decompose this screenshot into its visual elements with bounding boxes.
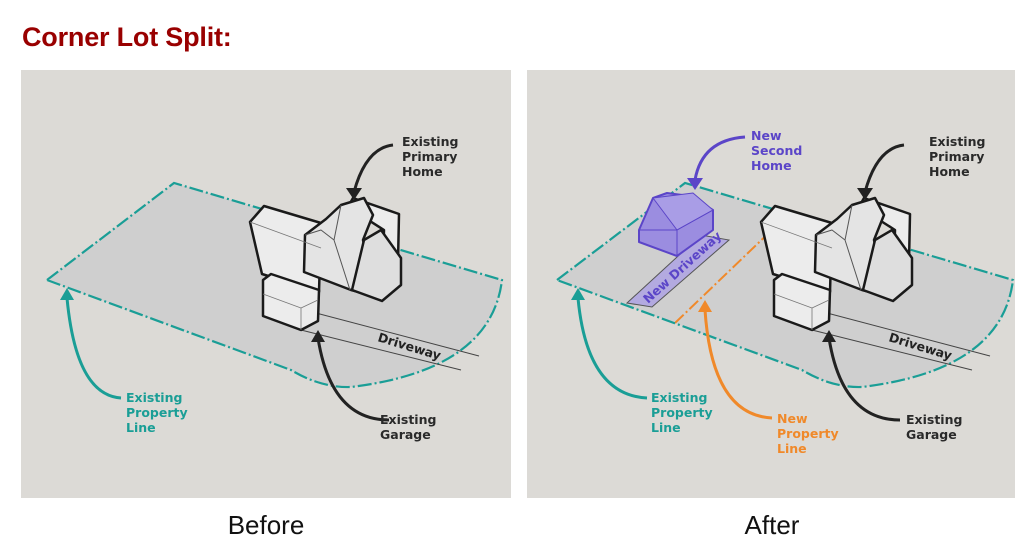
property-line-label: Existing Property Line — [651, 390, 717, 435]
arrowhead-icon — [687, 178, 703, 190]
primary-home-arrow — [863, 143, 905, 193]
arrowhead-icon — [571, 288, 585, 300]
existing-property-line — [556, 181, 1015, 389]
garage-label: Existing Garage — [906, 412, 967, 442]
after-diagram-panel: New Driveway Driveway — [527, 70, 1015, 498]
before-diagram-panel: Driveway Existing Primary Home — [21, 70, 511, 498]
arrowhead-icon — [311, 330, 325, 342]
arrowhead-icon — [698, 300, 712, 312]
second-home-arrow — [693, 135, 746, 181]
existing-garage — [261, 272, 321, 332]
after-caption: After — [744, 510, 800, 540]
garage-arrow — [827, 337, 901, 422]
garage-label: Existing Garage — [380, 412, 441, 442]
primary-home-arrow — [352, 143, 394, 193]
arrowhead-icon — [822, 330, 836, 342]
property-line-arrow — [576, 297, 648, 400]
after-diagram: New Driveway Driveway — [556, 128, 1015, 456]
property-line-arrow — [65, 297, 122, 400]
existing-garage — [772, 272, 832, 332]
existing-primary-home — [759, 196, 914, 303]
new-second-home — [638, 192, 714, 257]
arrowhead-icon — [857, 188, 873, 200]
primary-home-label: Existing Primary Home — [402, 134, 463, 179]
before-diagram: Driveway Existing Primary Home — [46, 134, 504, 442]
property-line-label: Existing Property Line — [126, 390, 192, 435]
arrowhead-icon — [346, 188, 362, 200]
arrowhead-icon — [60, 288, 74, 300]
primary-home-label: Existing Primary Home — [929, 134, 990, 179]
second-home-label: New Second Home — [751, 128, 807, 173]
before-caption: Before — [227, 510, 305, 540]
new-property-line — [674, 226, 776, 324]
existing-primary-home — [248, 196, 403, 303]
new-property-line-label: New Property Line — [777, 411, 843, 456]
garage-arrow — [316, 337, 390, 422]
page-title: Corner Lot Split: — [22, 22, 232, 52]
new-property-line-arrow — [703, 309, 773, 420]
